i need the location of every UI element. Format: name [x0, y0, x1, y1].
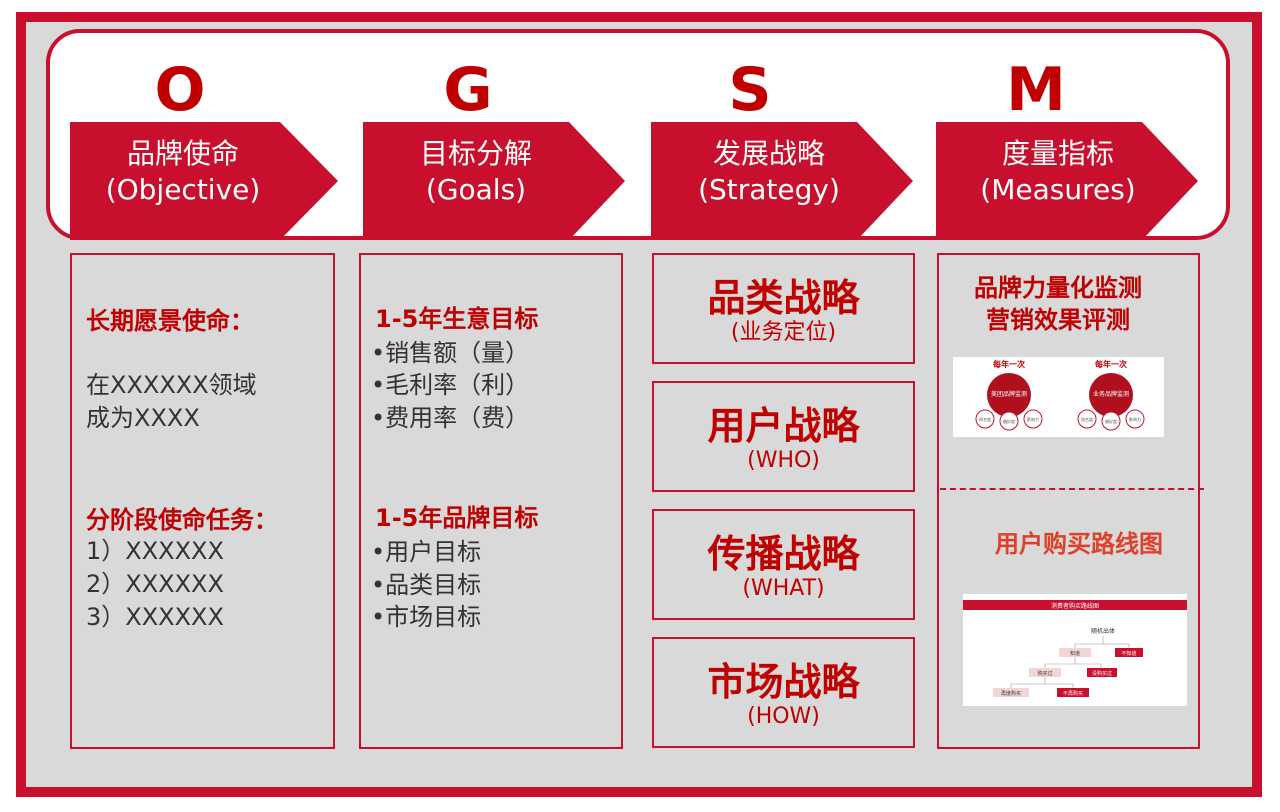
strategy-category-box: 品类战略 (业务定位)	[652, 253, 915, 364]
brand-goal-item-2: •品类目标	[371, 571, 482, 599]
header-measures-title: 度量指标	[1001, 137, 1114, 170]
strategy-user-title: 用户战略	[707, 404, 860, 448]
thumb1-main-label-1: 美团品牌监测	[991, 390, 1027, 398]
header-measures-subtitle: (Measures)	[980, 173, 1136, 206]
brand-goal-item-3: •市场目标	[371, 603, 482, 631]
thumb1-sub-circle	[975, 409, 995, 429]
thumb1-sub-label: 影响力	[1027, 416, 1039, 422]
thumb2-node-label: 购买过	[1037, 670, 1052, 677]
letter-o: O	[154, 55, 206, 125]
thumb1-sub-circle	[1125, 409, 1145, 429]
stage-item-3: 3）XXXXXX	[86, 603, 224, 631]
thumb2-node-label: 不知道	[1121, 650, 1136, 657]
header-goals-subtitle: (Goals)	[425, 173, 527, 206]
thumb1-sub-circle	[999, 411, 1019, 431]
header-objective: 品牌使命 (Objective)	[70, 122, 338, 240]
header-goals: 目标分解 (Goals)	[363, 122, 625, 240]
header-objective-subtitle: (Objective)	[105, 173, 261, 206]
thumb2-node-root: 随机出体	[1091, 627, 1115, 635]
thumb1-freq-2: 每年一次	[1095, 359, 1127, 369]
strategy-communication-box: 传播战略 (WHAT)	[652, 509, 915, 620]
thumb2-node-label: 知道	[1070, 650, 1080, 657]
stage-item-2: 2）XXXXXX	[86, 570, 224, 598]
header-objective-title: 品牌使命	[126, 137, 239, 170]
thumb1-main-circle-2	[1089, 373, 1133, 417]
brand-goal-heading: 1-5年品牌目标	[375, 504, 539, 532]
thumb2-node-label: 不再购买	[1063, 690, 1083, 697]
thumb1-sub-label: 偏好度	[1105, 418, 1117, 424]
strategy-category-subtitle: (业务定位)	[730, 320, 837, 345]
header-strategy: 发展战略 (Strategy)	[651, 122, 913, 240]
thumb2-node-box	[1115, 648, 1143, 657]
letter-g: G	[443, 55, 493, 125]
vision-line-1: 在XXXXXX领域	[86, 371, 257, 399]
strategy-market-subtitle: (HOW)	[747, 704, 820, 729]
header-measures: 度量指标 (Measures)	[936, 122, 1198, 240]
strategy-communication-title: 传播战略	[707, 532, 860, 576]
thumb2-node-label: 再度购买	[1001, 690, 1021, 697]
objective-panel: 长期愿景使命： 在XXXXXX领域 成为XXXX 分阶段使命任务： 1）XXXX…	[70, 253, 335, 749]
journey-heading: 用户购买路线图	[995, 530, 1163, 558]
strategy-user-box: 用户战略 (WHO)	[652, 381, 915, 492]
letter-s: S	[728, 55, 772, 125]
thumb1-sub-label: 影响力	[1129, 416, 1141, 422]
stage-heading: 分阶段使命任务：	[86, 506, 278, 534]
header-strategy-subtitle: (Strategy)	[698, 173, 840, 206]
thumb2-node-label: 没购买过	[1092, 670, 1112, 677]
business-goal-heading: 1-5年生意目标	[375, 305, 539, 333]
business-goal-item-1: •销售额（量）	[371, 339, 530, 367]
letter-m: M	[1006, 55, 1066, 125]
thumb2-node-box	[1087, 668, 1117, 677]
thumb2-title: 消费者购买路线图	[1051, 602, 1099, 610]
header-goals-title: 目标分解	[419, 137, 532, 170]
brand-monitoring-thumbnail: 每年一次 美团品牌监测 知名度 偏好度 影响力 每年一次 业务品牌监测 知名度 …	[953, 357, 1164, 437]
vision-line-2: 成为XXXX	[86, 404, 200, 432]
stage-item-1: 1）XXXXXX	[86, 537, 224, 565]
measures-divider	[940, 488, 1204, 490]
business-goal-item-2: •毛利率（利）	[371, 371, 530, 399]
thumb2-title-bar	[963, 600, 1187, 610]
thumb2-node-box	[1029, 668, 1061, 677]
measures-heading: 品牌力量化监测 营销效果评测	[940, 272, 1176, 336]
thumb1-sub-label: 知名度	[1081, 416, 1093, 422]
thumb2-node-box	[1057, 688, 1089, 697]
measures-heading-line-1: 品牌力量化监测	[974, 274, 1142, 302]
thumb1-sub-circle	[1023, 409, 1043, 429]
thumb1-sub-circle	[1101, 411, 1121, 431]
brand-goal-item-1: •用户目标	[371, 538, 482, 566]
strategy-category-title: 品类战略	[707, 276, 860, 320]
header-strategy-title: 发展战略	[712, 137, 825, 170]
vision-heading: 长期愿景使命：	[86, 307, 254, 335]
business-goal-item-3: •费用率（费）	[371, 404, 530, 432]
thumb1-main-label-2: 业务品牌监测	[1093, 390, 1129, 398]
thumb1-sub-circle	[1077, 409, 1097, 429]
strategy-market-box: 市场战略 (HOW)	[652, 637, 915, 748]
goals-panel: 1-5年生意目标 •销售额（量） •毛利率（利） •费用率（费） 1-5年品牌目…	[359, 253, 623, 749]
thumb1-sub-label: 知名度	[979, 416, 991, 422]
strategy-market-title: 市场战略	[707, 660, 860, 704]
strategy-communication-subtitle: (WHAT)	[742, 576, 825, 601]
purchase-journey-thumbnail: 消费者购买路线图 随机出体 知道 不知道 购买过 没购买过 再度购买 不再购买	[963, 594, 1187, 706]
thumb1-sub-label: 偏好度	[1003, 418, 1015, 424]
thumb2-node-box	[993, 688, 1029, 697]
strategy-user-subtitle: (WHO)	[747, 448, 820, 473]
thumb1-freq-1: 每年一次	[993, 359, 1025, 369]
thumb2-node-box	[1059, 648, 1091, 657]
measures-heading-line-2: 营销效果评测	[986, 306, 1130, 334]
thumb1-main-circle-1	[987, 373, 1031, 417]
